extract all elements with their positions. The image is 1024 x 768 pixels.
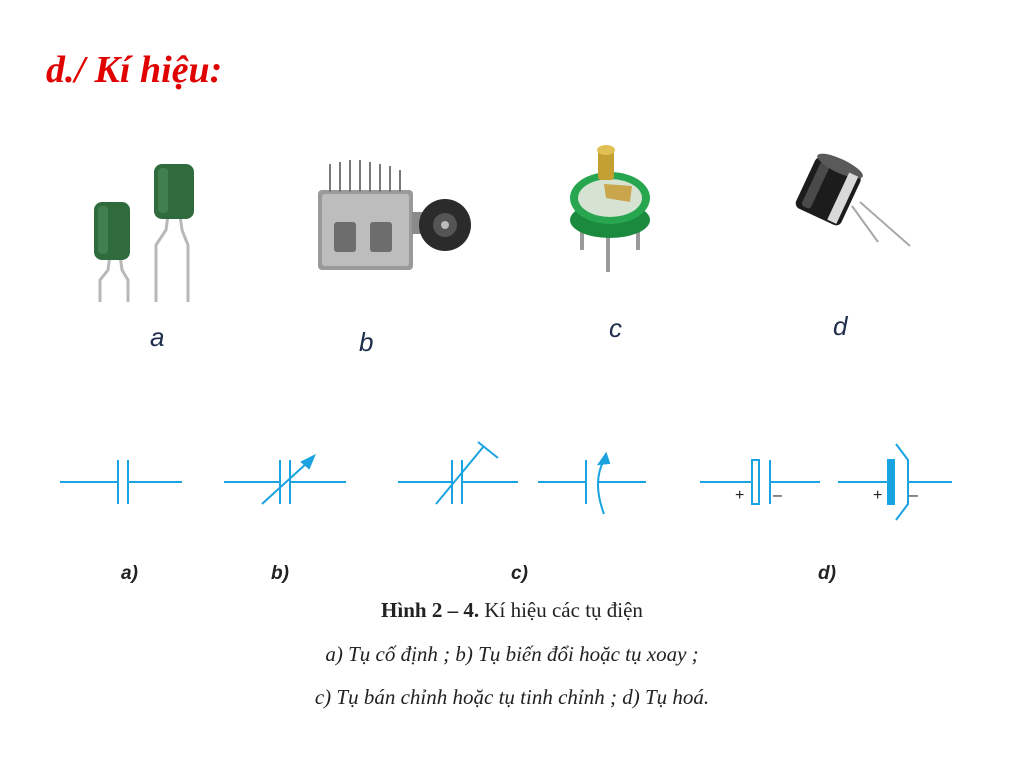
electrolytic-capacitor-symbol	[700, 459, 820, 505]
photo-label-d: d	[833, 311, 848, 341]
figure-caption-line-2: c) Tụ bán chỉnh hoặc tụ tinh chỉnh ; d) …	[314, 685, 710, 709]
trimmer-capacitor-alt-symbol	[538, 451, 646, 515]
figure-caption-title: Hình 2 – 4. Kí hiệu các tụ điện	[0, 598, 1024, 623]
fixed-capacitor-symbol	[60, 460, 182, 504]
figure-number: Hình 2 – 4.	[381, 598, 480, 622]
electrolytic-capacitor-icon	[795, 153, 911, 247]
capacitor-symbols-diagram: + – + –	[60, 441, 952, 521]
symbol-label-b: b)	[271, 563, 289, 584]
symbol-label-d: d)	[818, 563, 836, 584]
photo-label-b: b	[359, 327, 374, 357]
variable-capacitor-symbol	[224, 453, 346, 505]
plus-sign-alt: +	[873, 487, 882, 504]
variable-capacitor-icon	[318, 160, 471, 270]
photo-label-c: c	[609, 313, 622, 343]
electrolytic-capacitor-alt-symbol	[838, 443, 952, 521]
film-capacitor-icon	[94, 164, 194, 302]
photo-label-a: a	[150, 322, 165, 352]
figure-title: Kí hiệu các tụ điện	[479, 598, 643, 622]
plus-sign: +	[735, 487, 744, 504]
minus-sign-alt: –	[909, 487, 918, 504]
minus-sign: –	[773, 487, 782, 504]
slide-title: d./ Kí hiệu:	[46, 49, 223, 91]
symbol-label-a: a)	[121, 563, 138, 584]
trimmer-capacitor-symbol	[398, 441, 518, 505]
figure-caption-line-1: a) Tụ cố định ; b) Tụ biến đổi hoặc tụ x…	[325, 642, 699, 666]
trimmer-capacitor-icon	[570, 145, 650, 272]
symbol-label-c: c)	[511, 563, 528, 584]
